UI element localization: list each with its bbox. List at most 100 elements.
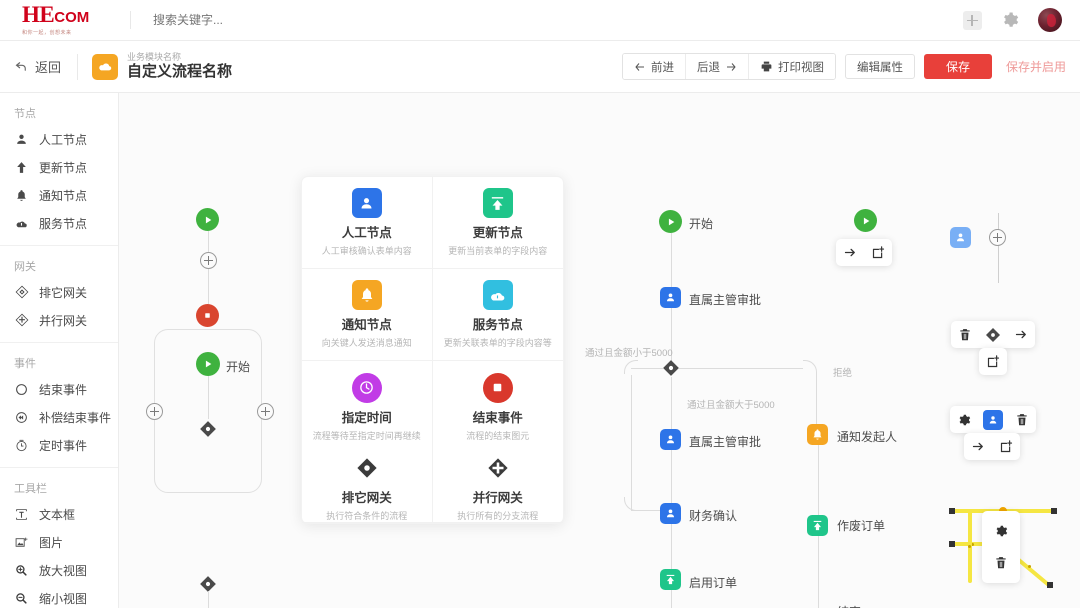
forward-label: 前进 bbox=[650, 61, 674, 74]
palette-cell-update-node[interactable]: 更新节点 更新当前表单的字段内容 bbox=[432, 177, 563, 269]
demo-start-node[interactable] bbox=[854, 209, 877, 232]
palette-cell-exclusive-gateway[interactable]: 排它网关 执行符合条件的流程 bbox=[302, 453, 433, 523]
module-titles: 业务模块名称 自定义流程名称 bbox=[127, 52, 232, 81]
copy-add-button[interactable] bbox=[979, 348, 1007, 375]
settings-button[interactable] bbox=[950, 406, 978, 433]
edge-m6 bbox=[670, 590, 672, 608]
mini-toolbar-1[interactable] bbox=[836, 239, 892, 266]
palette-cell-end-event[interactable]: 结束事件 流程的结束图元 bbox=[433, 361, 564, 453]
sidebar-group-title: 工具栏 bbox=[14, 483, 47, 495]
edge-branch-right-v bbox=[815, 374, 817, 424]
exclusive-gateway-icon bbox=[352, 453, 382, 483]
demo-selected-node[interactable] bbox=[950, 227, 971, 248]
forward-button[interactable]: 前进 bbox=[622, 54, 686, 79]
connect-button[interactable] bbox=[964, 433, 992, 460]
flow-main-start[interactable] bbox=[659, 210, 682, 233]
back-button[interactable]: 返回 bbox=[0, 57, 61, 76]
save-button[interactable]: 保存 bbox=[923, 54, 992, 79]
add-node-a-left[interactable] bbox=[146, 402, 163, 420]
palette-cell-notify-node[interactable]: 通知节点 向关键人发送消息通知 bbox=[302, 269, 433, 361]
sidebar-item-service-node[interactable]: 服务节点 bbox=[0, 209, 118, 237]
palette-cell-title: 人工节点 bbox=[341, 226, 392, 240]
gateway-handle[interactable] bbox=[979, 321, 1007, 348]
delete-button[interactable] bbox=[987, 551, 1015, 575]
brand-logo[interactable]: HECOM 和你一起，创想未来 bbox=[0, 1, 120, 36]
connector-vertical-midpoint[interactable] bbox=[968, 545, 971, 548]
node-palette-card[interactable]: 人工节点 人工审核确认表单内容 更新节点 更新当前表单的字段内容 通知节点 向关… bbox=[301, 176, 564, 524]
sidebar-item-end-event[interactable]: 结束事件 bbox=[0, 375, 118, 403]
flow-start-a2[interactable] bbox=[196, 352, 220, 376]
avatar[interactable] bbox=[1038, 8, 1062, 32]
printer-icon bbox=[761, 61, 772, 72]
palette-cell-parallel-gateway[interactable]: 并行网关 执行所有的分支流程 bbox=[432, 453, 563, 523]
gateway-a-top[interactable] bbox=[199, 420, 217, 438]
add-button[interactable] bbox=[962, 10, 982, 30]
mini-toolbar-2b[interactable] bbox=[979, 348, 1007, 375]
logo-slogan: 和你一起，创想未来 bbox=[22, 29, 72, 36]
sidebar-item-zoom-in[interactable]: 放大视图 bbox=[0, 556, 118, 584]
flow-start-a[interactable] bbox=[196, 208, 219, 231]
sidebar-item-textbox[interactable]: 文本框 bbox=[0, 500, 118, 528]
node-handle[interactable] bbox=[978, 406, 1008, 433]
connector-midpoint-small[interactable] bbox=[971, 542, 974, 546]
top-bar: HECOM 和你一起，创想未来 bbox=[0, 0, 1080, 41]
sidebar-item-notify-node[interactable]: 通知节点 bbox=[0, 181, 118, 209]
sidebar-item-exclusive-gateway[interactable]: 排它网关 bbox=[0, 278, 118, 306]
palette-cell-service-node[interactable]: 服务节点 更新关联表单的字段内容等 bbox=[432, 269, 563, 361]
settings-button[interactable] bbox=[987, 519, 1015, 543]
connector-handle-start[interactable] bbox=[949, 541, 955, 547]
flow-gateway-main[interactable] bbox=[662, 359, 680, 377]
add-node-a-right[interactable] bbox=[257, 402, 274, 420]
save-and-enable-button[interactable]: 保存并启用 bbox=[1006, 58, 1066, 75]
palette-cell-person-node[interactable]: 人工节点 人工审核确认表单内容 bbox=[302, 177, 433, 269]
sidebar-item-image[interactable]: 图片 bbox=[0, 528, 118, 556]
sidebar-item-person-node[interactable]: 人工节点 bbox=[0, 125, 118, 153]
connector-handle-start[interactable] bbox=[949, 508, 955, 514]
flow-node-enable-order[interactable] bbox=[660, 569, 681, 590]
gear-icon bbox=[996, 525, 1008, 537]
print-view-button[interactable]: 打印视图 bbox=[748, 54, 835, 79]
add-node-a1[interactable] bbox=[199, 252, 217, 269]
search-input[interactable] bbox=[153, 13, 962, 27]
arrow-right-icon bbox=[844, 248, 855, 257]
sidebar-item-timer-event[interactable]: 定时事件 bbox=[0, 431, 118, 459]
delete-button[interactable] bbox=[951, 321, 979, 348]
flow-node-finance-confirm[interactable] bbox=[660, 503, 681, 524]
mini-toolbar-2[interactable] bbox=[951, 321, 1035, 348]
edit-attributes-button[interactable]: 编辑属性 bbox=[844, 54, 915, 79]
connector-elbow-seg1[interactable] bbox=[951, 542, 1002, 546]
connect-button[interactable] bbox=[836, 239, 864, 266]
page-title: 自定义流程名称 bbox=[127, 63, 233, 80]
sidebar-item-zoom-out[interactable]: 缩小视图 bbox=[0, 584, 118, 608]
mini-toolbar-4[interactable] bbox=[982, 511, 1020, 583]
edge-a3 bbox=[207, 376, 209, 419]
mini-toolbar-3[interactable] bbox=[950, 406, 1036, 433]
logo-letter-e: E bbox=[39, 1, 55, 27]
flow-canvas[interactable]: 开始 人工节点 人工审核确认表单内容 bbox=[119, 93, 1080, 608]
delete-button[interactable] bbox=[1008, 406, 1036, 433]
flow-end-a[interactable] bbox=[196, 304, 219, 327]
flow-node-manager-approve-2[interactable] bbox=[660, 429, 681, 450]
sidebar-item-compensate-end-event[interactable]: 补偿结束事件 bbox=[0, 403, 118, 431]
demo-add-handle[interactable] bbox=[989, 229, 1006, 246]
backward-button[interactable]: 后退 bbox=[685, 54, 749, 79]
sidebar-item-label: 服务节点 bbox=[39, 216, 88, 231]
mini-toolbar-3b[interactable] bbox=[964, 433, 1020, 460]
flow-node-notify-initiator[interactable] bbox=[807, 424, 828, 445]
connector-handle-end[interactable] bbox=[1051, 508, 1057, 514]
settings-button[interactable] bbox=[1000, 10, 1020, 30]
node-chip bbox=[983, 409, 1003, 430]
copy-add-button[interactable] bbox=[992, 433, 1020, 460]
copy-add-button[interactable] bbox=[864, 239, 892, 266]
sidebar-item-update-node[interactable]: 更新节点 bbox=[0, 153, 118, 181]
connector-midpoint-small[interactable] bbox=[1028, 565, 1031, 568]
palette-cell-timer[interactable]: 指定时间 流程等待至指定时间再继续 bbox=[302, 361, 433, 453]
sidebar-item-parallel-gateway[interactable]: 并行网关 bbox=[0, 306, 118, 334]
connector-handle-end[interactable] bbox=[1047, 582, 1053, 588]
connect-button[interactable] bbox=[1007, 321, 1035, 348]
flow-node-void-order[interactable] bbox=[807, 515, 828, 536]
sidebar-group-gateways: 网关 排它网关 并行网关 bbox=[0, 246, 118, 343]
flow-node-manager-approve-1[interactable] bbox=[660, 287, 681, 308]
gateway-a-bottom[interactable] bbox=[199, 575, 217, 593]
